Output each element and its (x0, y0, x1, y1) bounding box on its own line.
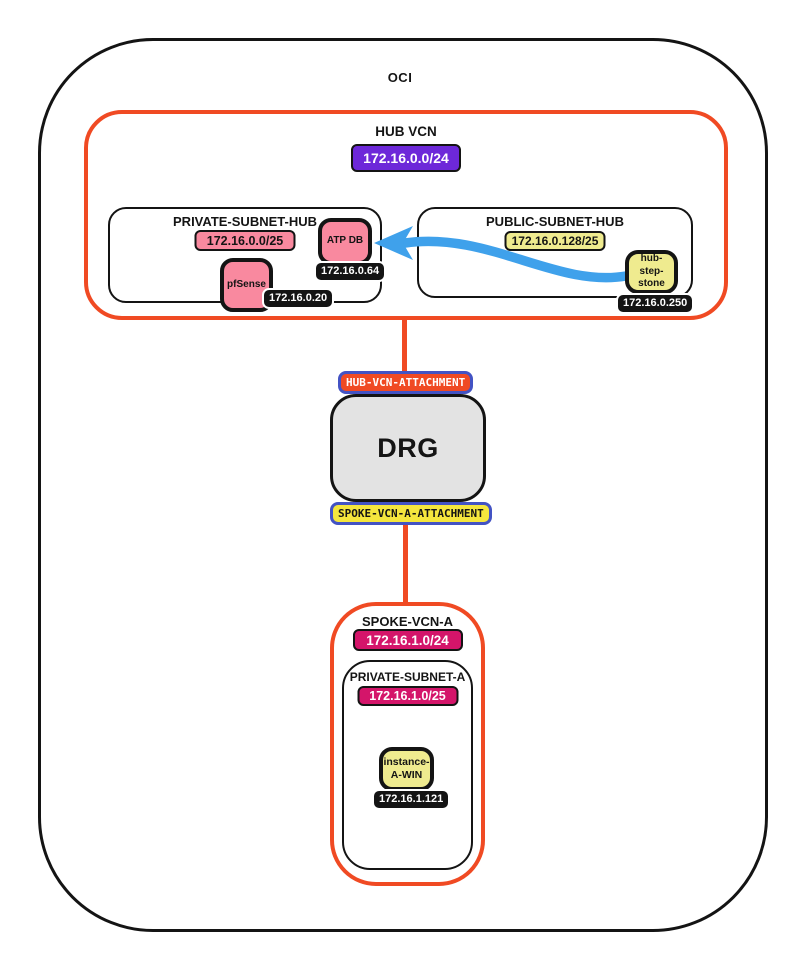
private-subnet-hub-cidr-badge: 172.16.0.0/25 (194, 230, 296, 251)
spoke-vcn-a-cidr-badge: 172.16.1.0/24 (352, 629, 463, 651)
public-subnet-hub-cidr-badge: 172.16.0.128/25 (504, 231, 606, 251)
hub-vcn-cidr-badge: 172.16.0.0/24 (351, 144, 461, 172)
drg-to-spoke-connector-line (403, 525, 408, 604)
node-instance-a-win-label-line2: A-WIN (390, 769, 423, 781)
node-atp-db: ATP DB (318, 218, 372, 265)
private-subnet-a-cidr-badge: 172.16.1.0/25 (357, 686, 458, 706)
node-hub-step-stone-label-line1: hub-step- (639, 253, 664, 277)
public-subnet-hub-title: PUBLIC-SUBNET-HUB (486, 214, 624, 229)
private-subnet-a-title: PRIVATE-SUBNET-A (349, 670, 466, 684)
node-pfsense-label: pfSense (227, 278, 266, 290)
node-pfsense-ip-badge: 172.16.0.20 (262, 288, 335, 309)
private-subnet-hub-title: PRIVATE-SUBNET-HUB (173, 214, 317, 229)
drg-label: DRG (377, 432, 439, 463)
spoke-vcn-a-container-box: SPOKE-VCN-A 172.16.1.0/24 (330, 602, 485, 886)
node-instance-a-win-label-line1: instance- (383, 755, 430, 768)
node-instance-a-win-ip-badge: 172.16.1.121 (372, 789, 451, 810)
node-instance-a-win: instance- A-WIN (379, 747, 434, 791)
spoke-vcn-a-title: SPOKE-VCN-A (361, 614, 453, 629)
hub-vcn-attachment-badge: HUB-VCN-ATTACHMENT (338, 371, 474, 395)
node-hub-step-stone-ip-badge: 172.16.0.250 (616, 293, 695, 314)
node-hub-step-stone-label-line2: stone (638, 278, 665, 290)
hub-to-drg-connector-line (402, 317, 407, 374)
spoke-vcn-a-attachment-badge: SPOKE-VCN-A-ATTACHMENT (330, 502, 492, 526)
oci-label: OCI (387, 70, 413, 85)
hub-vcn-title: HUB VCN (375, 124, 437, 139)
oci-container-box (38, 38, 768, 932)
drg-box: DRG (330, 394, 486, 502)
node-atp-db-ip-badge: 172.16.0.64 (314, 261, 387, 282)
node-atp-db-label: ATP DB (326, 235, 364, 247)
node-hub-step-stone: hub-step- stone (625, 250, 678, 294)
